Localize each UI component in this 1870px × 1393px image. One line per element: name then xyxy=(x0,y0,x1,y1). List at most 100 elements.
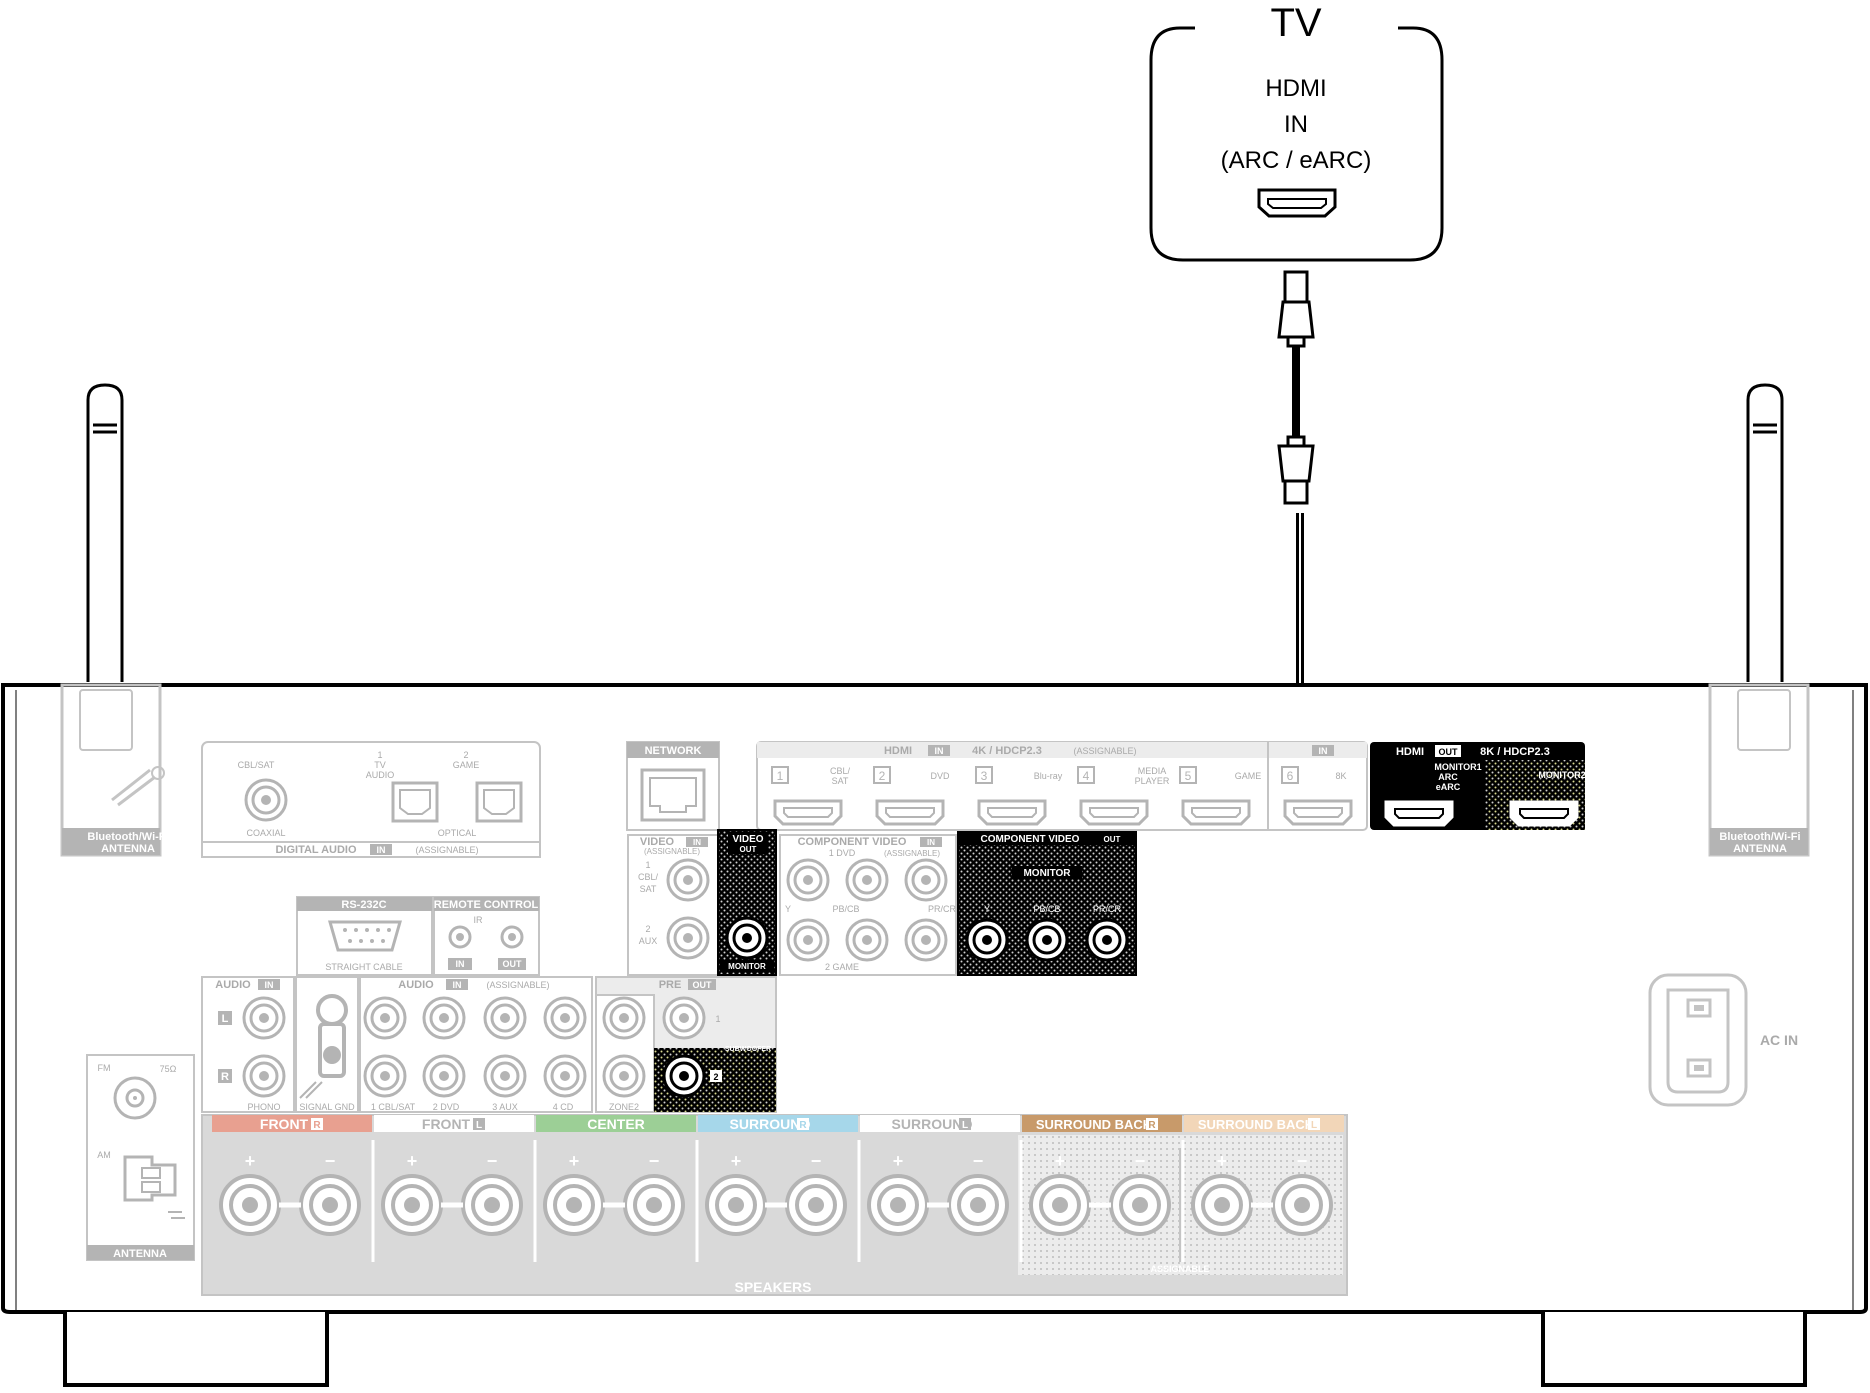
component-in-1-y[interactable] xyxy=(786,858,830,902)
fm-antenna-jack[interactable] xyxy=(113,1076,157,1120)
audio-in-section: AUDIO IN (ASSIGNABLE) 1 CBL/SAT 2 DVD 3 … xyxy=(359,976,593,1113)
ac-in-label: AC IN xyxy=(1760,1032,1798,1048)
video-out-badge: OUT xyxy=(740,845,757,854)
hdmi-in-port-3[interactable]: 3 Blu-ray xyxy=(975,766,1063,826)
antenna-right-label-2: ANTENNA xyxy=(1733,843,1787,855)
component-in-1-pr[interactable] xyxy=(904,858,948,902)
hdmi-out-monitor1-port[interactable] xyxy=(1384,800,1454,827)
audio-in-badge: IN xyxy=(453,980,462,990)
minus-icon: − xyxy=(1297,1151,1308,1171)
component-in-title: COMPONENT VIDEO xyxy=(798,836,907,848)
speaker-terminal-surround-l-minus[interactable]: − xyxy=(947,1151,1009,1236)
speaker-terminal-front-l-plus[interactable]: + xyxy=(381,1151,443,1236)
tuner-antenna-section: FM 75Ω AM ANTENNA xyxy=(86,1054,195,1261)
hdmi-in-3-number: 3 xyxy=(981,769,988,783)
antenna-left-label-2: ANTENNA xyxy=(101,843,155,855)
ac-in-socket[interactable] xyxy=(1666,988,1730,1094)
hdmi-in-port-1[interactable]: 1 CBL/ SAT xyxy=(771,766,851,826)
video-in-1-jack[interactable] xyxy=(666,858,710,902)
speaker-terminal-surround-back-l-plus[interactable]: + xyxy=(1191,1151,1253,1236)
phono-label: PHONO xyxy=(247,1102,280,1112)
speaker-terminal-front-r-minus[interactable]: − xyxy=(299,1151,361,1236)
optical-jack-1[interactable] xyxy=(391,781,439,823)
hdmi-in-1-name-2: SAT xyxy=(832,776,849,786)
zone2-l-jack[interactable] xyxy=(602,996,646,1040)
speaker-side-badge xyxy=(797,1118,809,1130)
tv-hdmi-in-port[interactable] xyxy=(1257,188,1337,218)
pre-out-title: PRE xyxy=(659,979,682,991)
tv-device: TV HDMI IN (ARC / eARC) xyxy=(1149,1,1444,262)
audio-in-3-l-jack[interactable] xyxy=(483,996,527,1040)
component-in-1-pb[interactable] xyxy=(845,858,889,902)
speaker-terminal-surround-back-l-minus[interactable]: − xyxy=(1271,1151,1333,1236)
monitor2-label: MONITOR2 xyxy=(1538,770,1585,780)
video-out-monitor-jack[interactable] xyxy=(725,916,769,960)
audio-in-1-r-jack[interactable] xyxy=(363,1054,407,1098)
audio-in-1-l-jack[interactable] xyxy=(363,996,407,1040)
remote-in-jack[interactable] xyxy=(448,925,472,949)
component-out-pb[interactable] xyxy=(1025,918,1069,962)
speaker-terminal-surround-r-minus[interactable]: − xyxy=(785,1151,847,1236)
antenna-right xyxy=(1746,383,1784,682)
video-in-2-jack[interactable] xyxy=(666,916,710,960)
hdmi-in-port-4[interactable]: 4 MEDIA PLAYER xyxy=(1077,766,1170,826)
am-antenna-terminal[interactable] xyxy=(123,1155,185,1219)
audio-in-4-l-jack[interactable] xyxy=(543,996,587,1040)
video-in-section: VIDEO IN (ASSIGNABLE) 1 CBL/ SAT 2 AUX xyxy=(627,834,719,976)
rs232c-port[interactable] xyxy=(328,920,402,952)
hdmi-8k-in-badge: IN xyxy=(1319,746,1328,756)
tv-port-label-1: HDMI xyxy=(1265,75,1326,102)
component-out-pr[interactable] xyxy=(1085,918,1129,962)
video-in-2-number: 2 xyxy=(645,924,650,934)
subwoofer-2-jack[interactable] xyxy=(662,1054,706,1098)
zone2-r-jack[interactable] xyxy=(602,1054,646,1098)
speaker-terminal-center-minus[interactable]: − xyxy=(623,1151,685,1236)
speaker-terminal-front-l-minus[interactable]: − xyxy=(461,1151,523,1236)
audio-in-4-r-jack[interactable] xyxy=(543,1054,587,1098)
speaker-terminal-surround-r-plus[interactable]: + xyxy=(705,1151,767,1236)
speaker-terminal-surround-back-r-plus[interactable]: + xyxy=(1029,1151,1091,1236)
audio-phono-section: AUDIO IN L R PHONO xyxy=(201,976,295,1113)
hdmi-in-port-6[interactable]: 6 8K xyxy=(1281,766,1353,826)
rs232c-section: RS-232C STRAIGHT CABLE xyxy=(296,896,433,976)
hdmi-in-port-5[interactable]: 5 GAME xyxy=(1179,766,1261,826)
component-in-2-label: 2 GAME xyxy=(825,962,859,972)
audio-in-2-r-jack[interactable] xyxy=(422,1054,466,1098)
cable-plug-bottom xyxy=(1283,479,1309,505)
lan-port[interactable] xyxy=(640,768,706,822)
component-out-section: COMPONENT VIDEO OUT MONITOR Y PB/CB PR/C… xyxy=(957,831,1137,976)
signal-gnd-label: SIGNAL GND xyxy=(299,1102,355,1112)
coaxial-jack[interactable] xyxy=(244,778,288,822)
phono-l-jack[interactable] xyxy=(242,996,286,1040)
component-out-y[interactable] xyxy=(965,918,1009,962)
speaker-terminal-center-plus[interactable]: + xyxy=(543,1151,605,1236)
audio-in-3-r-jack[interactable] xyxy=(483,1054,527,1098)
remote-out-label: OUT xyxy=(503,959,523,969)
speaker-side-label: R xyxy=(313,1120,321,1131)
monitor1-earc-label: eARC xyxy=(1436,782,1461,792)
tv-port-label-3: (ARC / eARC) xyxy=(1221,147,1372,174)
subwoofer-1-jack[interactable] xyxy=(662,996,706,1040)
speaker-terminal-front-r-plus[interactable]: + xyxy=(219,1151,281,1236)
optical-jack-2[interactable] xyxy=(475,781,523,823)
speaker-terminal-surround-l-plus[interactable]: + xyxy=(867,1151,929,1236)
component-in-assignable: (ASSIGNABLE) xyxy=(884,849,940,858)
audio-in-2-l-jack[interactable] xyxy=(422,996,466,1040)
hdmi-in-assignable: (ASSIGNABLE) xyxy=(1073,746,1136,756)
component-in-2-y[interactable] xyxy=(786,918,830,962)
video-in-title: VIDEO xyxy=(640,836,675,848)
component-in-pb-label: PB/CB xyxy=(832,904,859,914)
pre-out-section: PRE OUT ZONE2 1 SUBWOOFER 2 xyxy=(595,976,777,1113)
speaker-terminal-surround-back-r-minus[interactable]: − xyxy=(1109,1151,1171,1236)
remote-out-jack[interactable] xyxy=(500,925,524,949)
hdmi-out-monitor2-port[interactable] xyxy=(1509,800,1579,827)
component-in-2-pb[interactable] xyxy=(845,918,889,962)
network-label: NETWORK xyxy=(645,745,702,757)
rs232c-cable-label: STRAIGHT CABLE xyxy=(325,962,402,972)
speakers-assignable-label: ASSIGNABLE xyxy=(1150,1264,1209,1274)
phono-r-jack[interactable] xyxy=(242,1054,286,1098)
optical-2-number: 2 xyxy=(463,750,468,760)
hdmi-in-port-2[interactable]: 2 DVD xyxy=(873,766,950,826)
hdmi-out-title: HDMI xyxy=(1396,746,1424,758)
component-in-2-pr[interactable] xyxy=(904,918,948,962)
